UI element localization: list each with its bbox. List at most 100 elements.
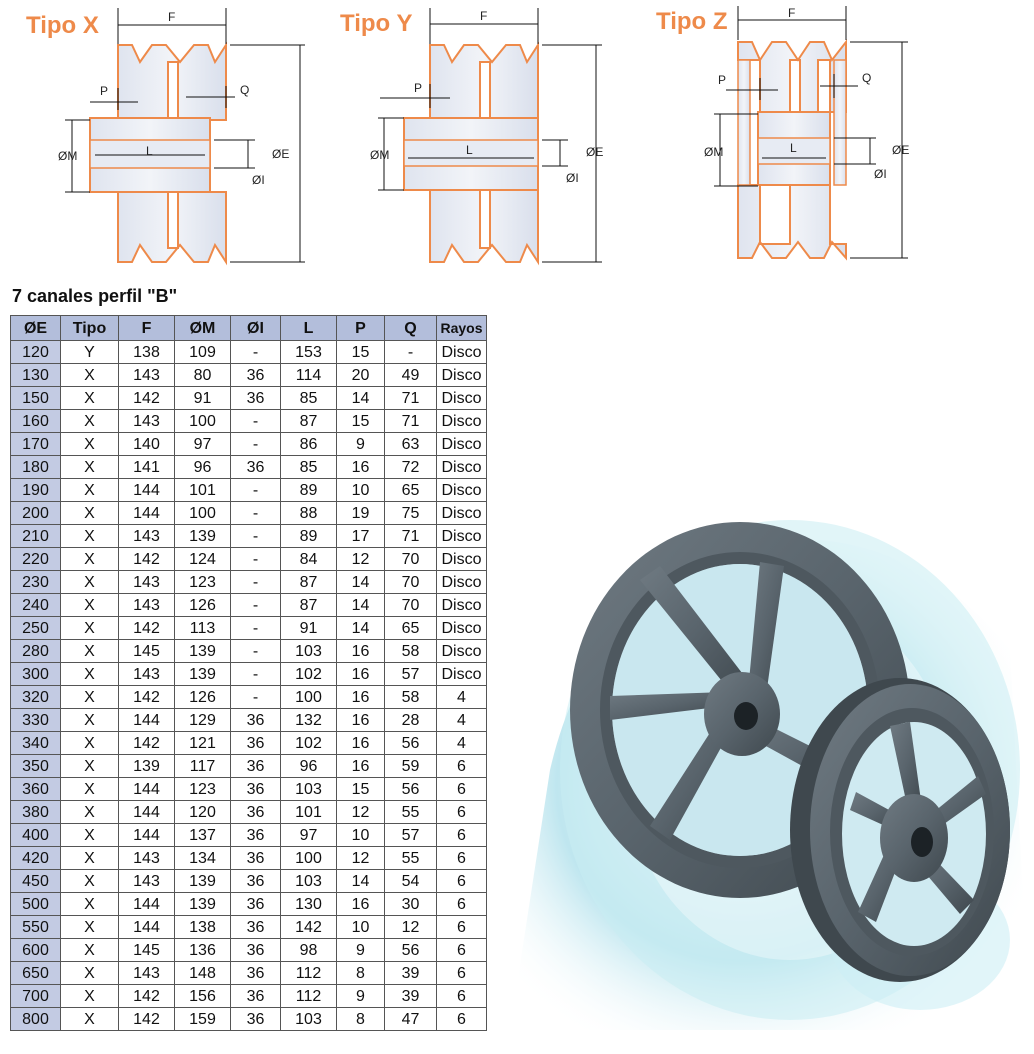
row-diameter-cell: 500	[10, 892, 61, 916]
table-cell: 144	[118, 823, 175, 847]
table-cell: 98	[280, 938, 337, 962]
table-cell: 55	[384, 846, 437, 870]
table-cell: -	[230, 409, 281, 433]
table-cell: 58	[384, 639, 437, 663]
table-cell: 36	[230, 800, 281, 824]
table-cell: 102	[280, 731, 337, 755]
table-cell: 14	[336, 593, 385, 617]
row-diameter-cell: 350	[10, 754, 61, 778]
table-cell: 124	[174, 547, 231, 571]
table-cell: 12	[336, 846, 385, 870]
table-cell: X	[60, 731, 119, 755]
label-q: Q	[862, 71, 872, 85]
table-cell: 72	[384, 455, 437, 479]
table-cell: 9	[336, 432, 385, 456]
row-diameter-cell: 380	[10, 800, 61, 824]
table-cell: 100	[174, 409, 231, 433]
table-cell: 36	[230, 455, 281, 479]
table-cell: 114	[280, 363, 337, 387]
table-cell: 12	[336, 800, 385, 824]
table-cell: 142	[118, 685, 175, 709]
label-l: L	[790, 141, 797, 155]
table-cell: 56	[384, 777, 437, 801]
diagram-tipo-x: Tipo X F P Q ØM L ØE ØI	[0, 0, 320, 275]
table-cell: 4	[436, 731, 487, 755]
diagram-title: Tipo Z	[656, 8, 728, 35]
row-diameter-cell: 340	[10, 731, 61, 755]
table-cell: X	[60, 754, 119, 778]
table-cell: 142	[280, 915, 337, 939]
table-cell: 136	[174, 938, 231, 962]
table-cell: 144	[118, 478, 175, 502]
table-cell: 54	[384, 869, 437, 893]
table-cell: X	[60, 639, 119, 663]
table-cell: 132	[280, 708, 337, 732]
table-cell: 100	[280, 846, 337, 870]
table-cell: X	[60, 961, 119, 985]
row-diameter-cell: 250	[10, 616, 61, 640]
table-cell: 137	[174, 823, 231, 847]
label-i: ØI	[566, 171, 579, 185]
table-cell: 144	[118, 892, 175, 916]
table-cell: 159	[174, 1007, 231, 1031]
table-cell: 4	[436, 708, 487, 732]
diagram-tipo-y: Tipo Y F P ØM L ØE ØI	[320, 0, 640, 275]
table-cell: -	[230, 501, 281, 525]
table-cell: 71	[384, 386, 437, 410]
table-cell: 16	[336, 685, 385, 709]
row-diameter-cell: 170	[10, 432, 61, 456]
table-cell: 6	[436, 892, 487, 916]
table-cell: 36	[230, 731, 281, 755]
table-cell: 30	[384, 892, 437, 916]
table-cell: -	[230, 616, 281, 640]
table-cell: 16	[336, 639, 385, 663]
table-cell: 15	[336, 340, 385, 364]
table-cell: 144	[118, 777, 175, 801]
table-cell: 36	[230, 754, 281, 778]
table-cell: 70	[384, 547, 437, 571]
table-cell: 153	[280, 340, 337, 364]
label-e: ØE	[272, 147, 290, 161]
row-diameter-cell: 700	[10, 984, 61, 1008]
table-cell: 100	[280, 685, 337, 709]
table-cell: 14	[336, 386, 385, 410]
table-cell: 63	[384, 432, 437, 456]
table-cell: 10	[336, 915, 385, 939]
table-cell: -	[230, 662, 281, 686]
table-cell: 143	[118, 570, 175, 594]
pulley-section-y-icon	[378, 8, 602, 266]
table-cell: 49	[384, 363, 437, 387]
table-cell: 126	[174, 685, 231, 709]
table-cell: 140	[118, 432, 175, 456]
table-cell: 113	[174, 616, 231, 640]
table-cell: X	[60, 708, 119, 732]
table-cell: Disco	[436, 524, 487, 548]
table-cell: 36	[230, 846, 281, 870]
table-cell: 143	[118, 846, 175, 870]
table-cell: 71	[384, 524, 437, 548]
table-cell: 57	[384, 662, 437, 686]
label-l: L	[146, 144, 153, 158]
label-m: ØM	[704, 145, 724, 159]
row-diameter-cell: 650	[10, 961, 61, 985]
table-cell: 14	[336, 869, 385, 893]
table-cell: Disco	[436, 363, 487, 387]
row-diameter-cell: 800	[10, 1007, 61, 1031]
table-cell: 142	[118, 1007, 175, 1031]
pulley-photo-icon	[510, 520, 1030, 1030]
table-cell: -	[230, 524, 281, 548]
table-cell: 102	[280, 662, 337, 686]
table-cell: 15	[336, 409, 385, 433]
table-cell: 17	[336, 524, 385, 548]
table-cell: 91	[174, 386, 231, 410]
row-diameter-cell: 190	[10, 478, 61, 502]
table-cell: 10	[336, 823, 385, 847]
